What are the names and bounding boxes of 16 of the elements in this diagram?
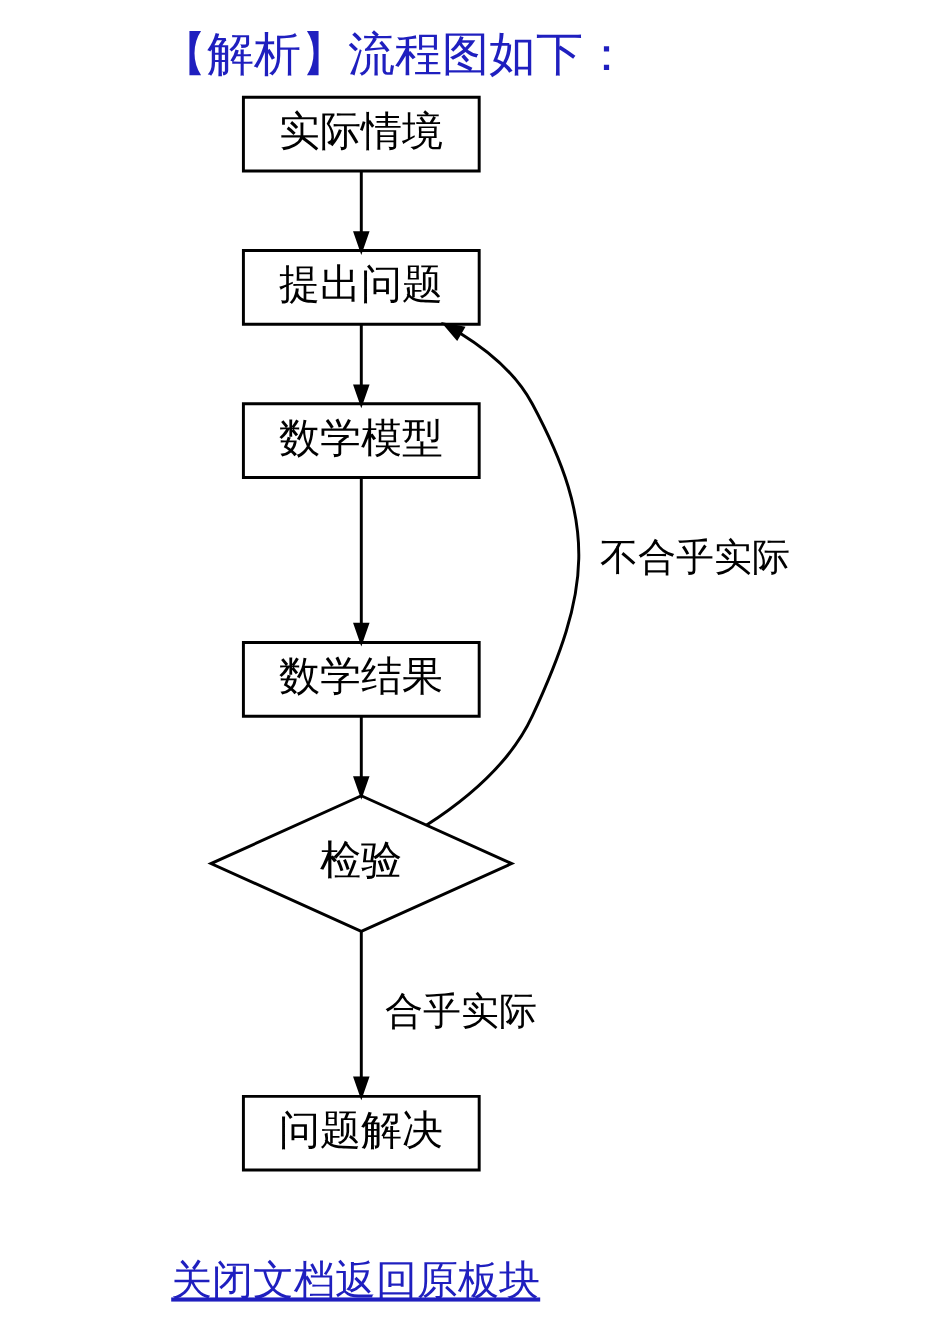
arrow <box>352 324 370 409</box>
arrow <box>352 716 370 800</box>
arrow <box>425 322 580 827</box>
node-box: 数学模型 <box>241 402 481 479</box>
arrow <box>352 171 370 255</box>
edge-label: 合乎实际 <box>384 987 537 1033</box>
edge-label: 不合乎实际 <box>599 534 790 580</box>
arrow <box>352 931 370 1101</box>
node-box: 实际情境 <box>241 95 481 173</box>
label: 关闭文档返回原板块 <box>170 1256 540 1305</box>
node-box: 提出问题 <box>241 249 481 326</box>
diagram-title: 【解析】流程图如下： <box>159 26 630 82</box>
node-diamond: 检验 <box>206 794 515 933</box>
node-box: 数学结果 <box>241 641 481 718</box>
arrow <box>352 477 370 647</box>
node-box: 问题解决 <box>241 1094 481 1172</box>
